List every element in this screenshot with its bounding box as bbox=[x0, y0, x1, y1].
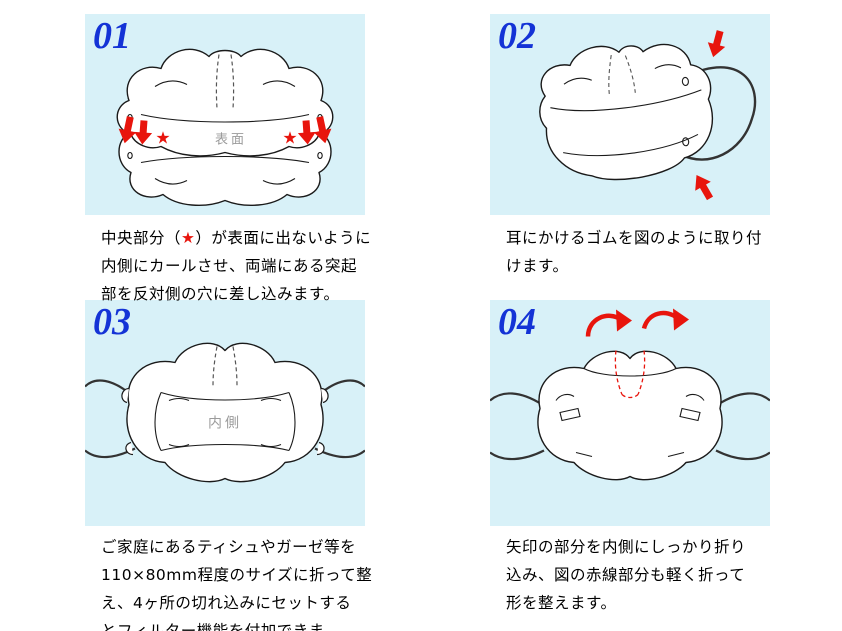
ear-loop-cord bbox=[680, 66, 757, 161]
step-04-illustration bbox=[490, 308, 770, 481]
mask-outline bbox=[537, 350, 723, 481]
down-arrow-icon bbox=[118, 116, 332, 145]
caption-step-03: ご家庭にあるティシュやガーゼ等を 110×80mm程度のサイズに折って整 え、4… bbox=[101, 538, 373, 631]
star-icon: ★ bbox=[282, 129, 297, 149]
caption-step-01: 中央部分（★）が表面に出ないように 内側にカールさせ、両端にある突起 部を反対側… bbox=[101, 224, 377, 308]
step-03-number: 03 bbox=[93, 301, 131, 343]
star-icon: ★ bbox=[155, 129, 170, 149]
inside-label: 内側 bbox=[208, 416, 242, 432]
step-04-panel: 04 bbox=[490, 300, 770, 526]
star-symbol: ★ bbox=[181, 229, 196, 247]
side-tabs bbox=[121, 387, 329, 456]
step-04-number: 04 bbox=[498, 301, 536, 343]
step-01-illustration: ★ ★ 表面 bbox=[116, 48, 334, 206]
caption-text: 中央部分（ bbox=[101, 229, 182, 247]
mask-outline bbox=[126, 342, 324, 483]
mask-outline bbox=[116, 48, 334, 206]
caption-step-04: 矢印の部分を内側にしっかり折り 込み、図の赤線部分も軽く折って 形を整えます。 bbox=[506, 538, 747, 612]
step-02-panel: 02 bbox=[490, 14, 770, 215]
inner-pocket-lines bbox=[154, 391, 296, 452]
mask-detail-lines bbox=[555, 368, 705, 458]
caption-text: ）が表面に出ないように 内側にカールさせ、両端にある突起 部を反対側の穴に差し込… bbox=[101, 229, 372, 303]
step-03-illustration: 内側 bbox=[85, 342, 365, 483]
fold-dash-lines bbox=[215, 54, 235, 109]
fold-dash-lines bbox=[608, 54, 636, 96]
mask-detail-lines bbox=[550, 64, 702, 157]
fold-dash-lines bbox=[212, 346, 238, 387]
surface-label: 表面 bbox=[215, 133, 247, 148]
step-01-number: 01 bbox=[93, 15, 131, 57]
red-arrow-icon bbox=[695, 30, 726, 201]
red-dash-lines bbox=[614, 350, 646, 399]
caption-step-02: 耳にかけるゴムを図のように取り付 けます。 bbox=[506, 229, 763, 275]
fold-arrow-icon bbox=[585, 308, 689, 337]
step-02-illustration bbox=[539, 30, 757, 201]
step-03-panel: 03 bbox=[85, 300, 365, 526]
step-02-number: 02 bbox=[498, 15, 536, 57]
ear-loop-cord bbox=[490, 392, 770, 461]
step-01-panel: 01 ★ ★ 表面 bbox=[85, 14, 365, 215]
